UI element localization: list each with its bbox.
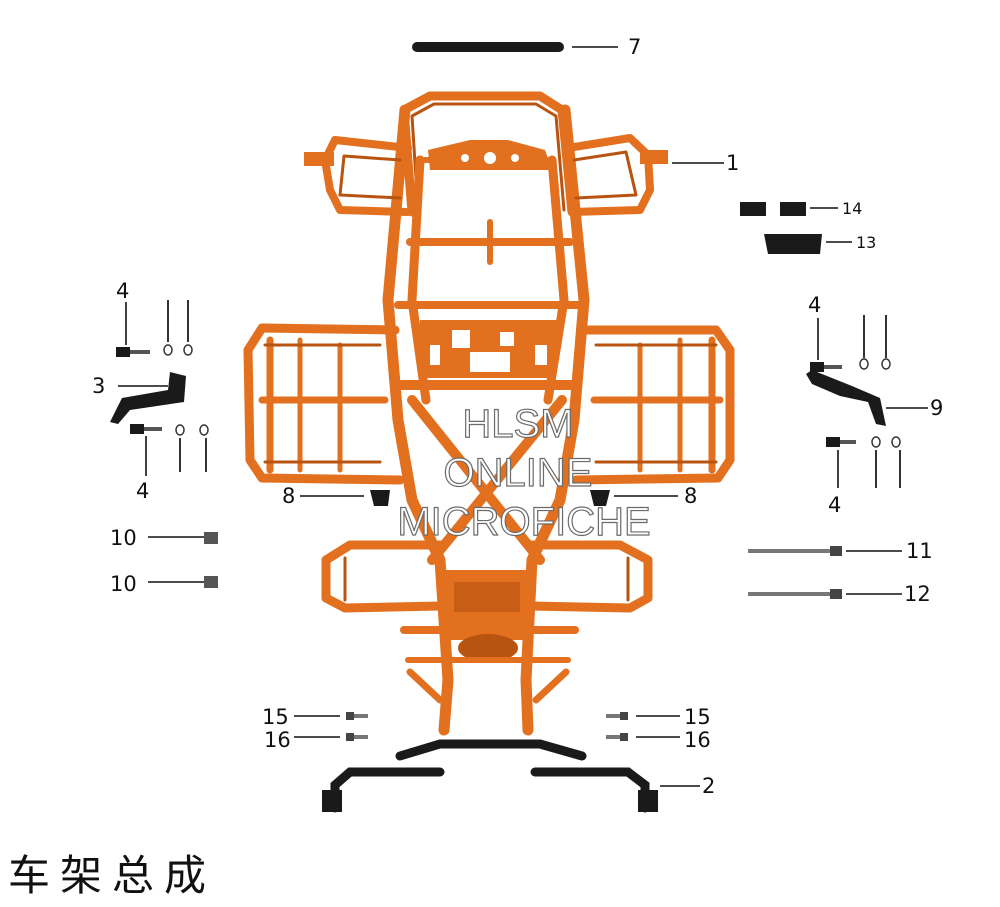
callout-4-right-top: 4 xyxy=(808,293,821,317)
part-14-pad-right xyxy=(780,202,806,216)
callout-10-upper: 10 xyxy=(110,526,137,550)
main-frame xyxy=(243,91,735,736)
callout-2: 2 xyxy=(702,774,715,798)
part-11-long-bolt xyxy=(748,546,842,556)
callout-8-right: 8 xyxy=(684,484,697,508)
callout-9: 9 xyxy=(930,396,943,420)
callout-3: 3 xyxy=(92,374,105,398)
part-12-long-bolt xyxy=(748,589,842,599)
part-7-strap xyxy=(412,42,564,52)
watermark-line-3: MICROFICHE xyxy=(397,500,650,544)
part-3-bracket xyxy=(110,372,186,424)
callout-8-left: 8 xyxy=(282,484,295,508)
callout-11: 11 xyxy=(906,539,933,563)
callout-7: 7 xyxy=(628,35,641,59)
bolt-set-right-top xyxy=(810,315,891,372)
callout-10-lower: 10 xyxy=(110,572,137,596)
part-9-bracket xyxy=(806,370,886,426)
callout-14: 14 xyxy=(842,199,862,218)
part-8-rubber-right xyxy=(590,490,610,506)
callout-12: 12 xyxy=(904,582,931,606)
bolt-set-right-bottom xyxy=(826,436,901,488)
callout-15-left: 15 xyxy=(262,705,289,729)
callout-16-right: 16 xyxy=(684,728,711,752)
callout-16-left: 16 xyxy=(264,728,291,752)
callout-1: 1 xyxy=(726,151,739,175)
part-2-rear-bumper xyxy=(322,739,658,813)
watermark-line-2: ONLINE xyxy=(444,451,593,495)
callout-4-left-bottom: 4 xyxy=(136,479,149,503)
bolt-set-left-top xyxy=(116,300,193,357)
bolt-set-left-bottom xyxy=(130,424,209,476)
part-14-pad-left xyxy=(740,202,766,216)
watermark-line-1: HLSM xyxy=(462,402,573,446)
callout-13: 13 xyxy=(856,233,876,252)
part-13-pad xyxy=(764,234,822,254)
part-10-nut-upper xyxy=(204,532,218,544)
callout-4-right-bottom: 4 xyxy=(828,493,841,517)
part-10-nut-lower xyxy=(204,576,218,588)
part-8-rubber-left xyxy=(370,490,390,506)
callout-15-right: 15 xyxy=(684,705,711,729)
assembly-title: 车架总成 xyxy=(8,851,217,900)
callout-4-left-top: 4 xyxy=(116,279,129,303)
